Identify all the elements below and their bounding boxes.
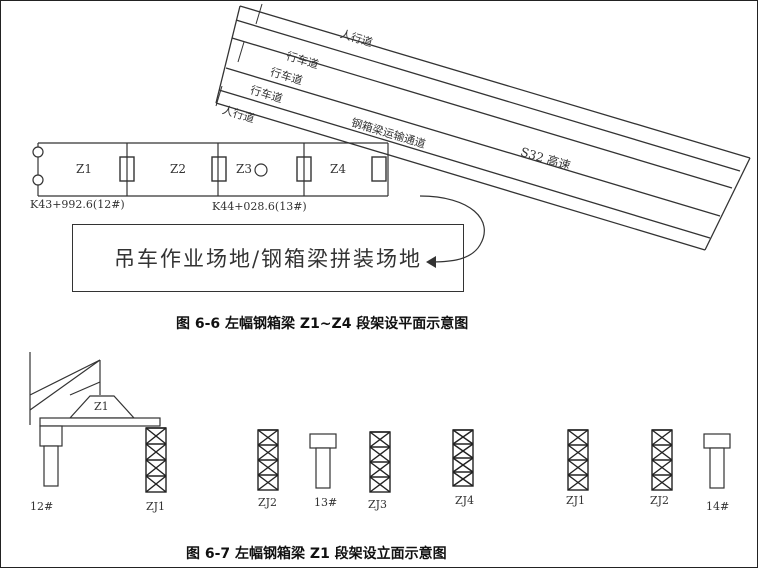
- support-label-zj4: ZJ4: [455, 494, 475, 507]
- temporary-tower: [651, 429, 673, 491]
- temporary-tower: [369, 431, 391, 493]
- caption-fig-6-7: 图 6-7 左幅钢箱梁 Z1 段架设立面示意图: [186, 546, 447, 562]
- support-label-12: 12#: [30, 500, 54, 513]
- support-label-zj3: ZJ3: [368, 498, 388, 511]
- site-note-box: 吊车作业场地/钢箱梁拼装场地: [72, 224, 464, 292]
- temporary-tower: [145, 427, 167, 493]
- segment-label-z4: Z4: [330, 162, 346, 176]
- segment-label-z2: Z2: [170, 162, 186, 176]
- segment-label-z1: Z1: [76, 162, 92, 176]
- crane-boom: [29, 352, 101, 425]
- direction-arrow: [419, 195, 485, 263]
- girder-plan: [37, 142, 389, 197]
- station-right: K44+028.6(13#): [212, 200, 307, 213]
- support-label-zj1-a: ZJ1: [146, 500, 166, 513]
- temporary-tower: [452, 429, 474, 487]
- support-label-14: 14#: [706, 500, 730, 513]
- temporary-towers: [145, 427, 673, 493]
- support-label-zj1-b: ZJ1: [566, 494, 586, 507]
- caption-fig-6-6: 图 6-6 左幅钢箱梁 Z1~Z4 段架设平面示意图: [176, 316, 469, 332]
- segment-label-z3: Z3: [236, 162, 252, 176]
- temporary-tower: [567, 429, 589, 491]
- segment-label-z1-elev: Z1: [94, 400, 109, 413]
- temporary-tower: [257, 429, 279, 491]
- support-label-zj2-a: ZJ2: [258, 496, 278, 509]
- site-note-text: 吊车作业场地/钢箱梁拼装场地: [113, 247, 423, 271]
- station-left: K43+992.6(12#): [30, 198, 125, 211]
- highway-outline: [215, 5, 751, 251]
- support-label-13: 13#: [314, 496, 338, 509]
- support-label-zj2-b: ZJ2: [650, 494, 670, 507]
